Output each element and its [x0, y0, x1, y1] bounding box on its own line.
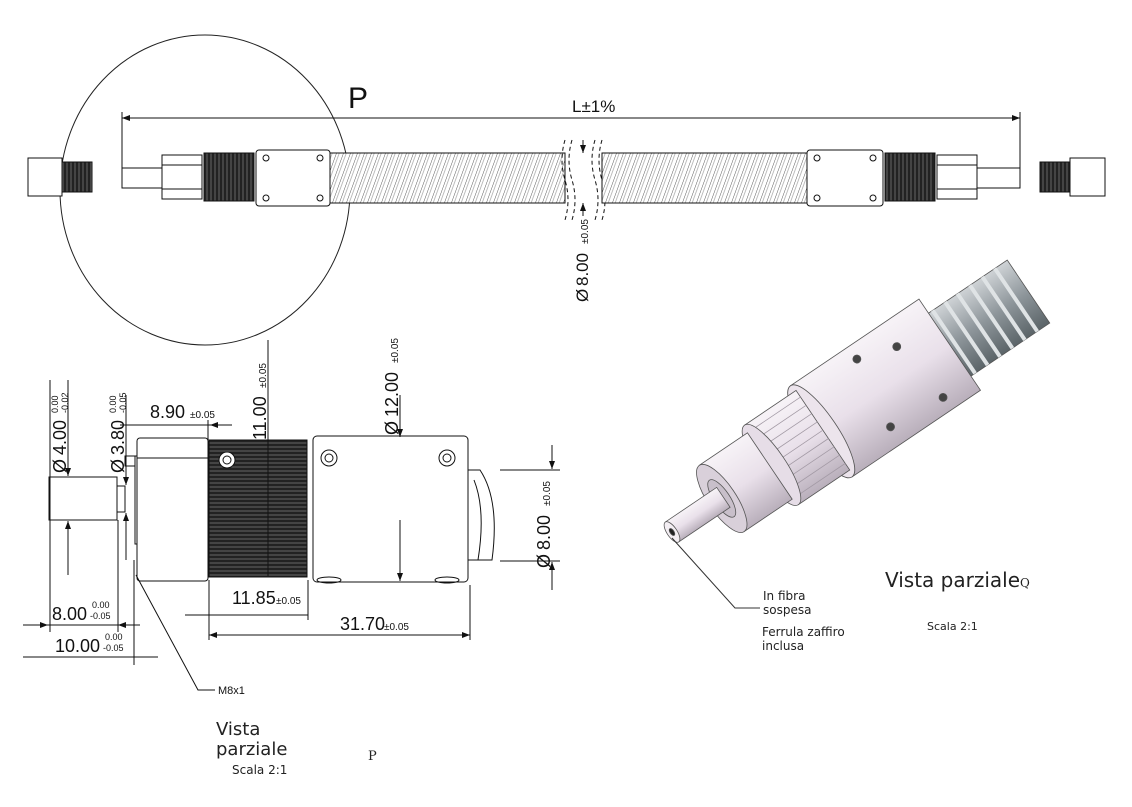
diameter-symbol: Ø: [108, 459, 128, 473]
len-1185-value: 11.85: [232, 588, 276, 608]
detail-marker-p: P: [348, 82, 368, 115]
callout-line-2: sospesa: [763, 603, 812, 617]
hose-diameter-dimension: Ø 8.00 ±0.05: [573, 219, 592, 302]
len-1000-tol-lower: -0.05: [103, 643, 124, 653]
d-tail-value: 8.00: [534, 515, 554, 550]
length-label: L±1%: [572, 97, 615, 116]
left-connector: [121, 149, 331, 207]
body: [312, 435, 469, 583]
iso-render: [663, 259, 1051, 543]
len-1100-tol: ±0.05: [258, 363, 269, 388]
iso-view-scale: Scala 2:1: [927, 620, 978, 633]
len-1000-value: 10.00: [55, 636, 100, 656]
len-1185-tol: ±0.05: [276, 596, 301, 607]
detail-caption-line-2: parziale: [216, 739, 288, 760]
d-tip-tol-lower: -0.05: [118, 392, 128, 413]
ferrule: [48, 476, 118, 521]
d-ferrule-tol-lower: -0.02: [60, 392, 70, 413]
len-890-value: 8.90: [150, 402, 185, 422]
right-connector: [806, 149, 1021, 207]
len-800-tol-upper: 0.00: [92, 600, 110, 610]
diameter-symbol: Ø: [382, 421, 402, 435]
d-tip-value: 3.80: [108, 420, 128, 455]
overview-drawing: [27, 34, 1106, 346]
len-1100-value: 11.00: [250, 396, 270, 440]
hose-right: [601, 152, 808, 204]
callout-line-4: inclusa: [762, 639, 805, 653]
callout-sapphire: Ferrula zaffiro inclusa: [762, 625, 845, 653]
hose-left: [329, 152, 566, 204]
iso-view-title: Vista parzialeQ: [885, 568, 1030, 592]
thread-label: M8x1: [218, 685, 245, 697]
callout-line-1: In fibra: [763, 589, 806, 603]
thread-leader: [135, 574, 215, 691]
callout-line-3: Ferrula zaffiro: [762, 625, 845, 639]
d-tip-tol-upper: 0.00: [108, 395, 118, 413]
d-tail-tol: ±0.05: [542, 481, 553, 506]
d-body-value: 12.00: [382, 372, 402, 417]
fiber-callout-leader: [671, 537, 760, 609]
d-body-tol: ±0.05: [390, 338, 401, 363]
len-3170-tol: ±0.05: [384, 622, 409, 633]
detail-caption-line-1: Vista: [216, 719, 261, 740]
len-800-value: 8.00: [52, 604, 87, 624]
hose-diameter-value: 8.00: [573, 253, 592, 286]
diameter-symbol: Ø: [50, 459, 70, 473]
detail-caption-marker: P: [368, 749, 377, 764]
diameter-symbol: Ø: [573, 289, 592, 302]
len-800-tol-lower: -0.05: [90, 611, 111, 621]
right-dust-cap: [1039, 157, 1106, 197]
detail-dimension-labels: Ø 4.00 0.00 -0.02 Ø 3.80 0.00 -0.05 8.90…: [50, 338, 554, 697]
detail-caption: Vista parziale: [216, 720, 287, 760]
len-890-tol: ±0.05: [190, 410, 215, 421]
len-3170-value: 31.70: [340, 614, 385, 634]
d-ferrule-tol-upper: 0.00: [50, 395, 60, 413]
hose-diameter-tol: ±0.05: [580, 219, 591, 244]
detail-view-p: [23, 340, 560, 691]
iso-view-marker: Q: [1020, 576, 1030, 590]
left-dust-cap: [27, 157, 93, 197]
d-ferrule-value: 4.00: [50, 420, 70, 455]
len-1000-tol-upper: 0.00: [105, 632, 123, 642]
diameter-symbol: Ø: [534, 554, 554, 568]
iso-view-title-text: Vista parziale: [885, 568, 1021, 592]
callout-fiber: In fibra sospesa: [763, 589, 811, 617]
detail-caption-scale: Scala 2:1: [232, 763, 288, 777]
